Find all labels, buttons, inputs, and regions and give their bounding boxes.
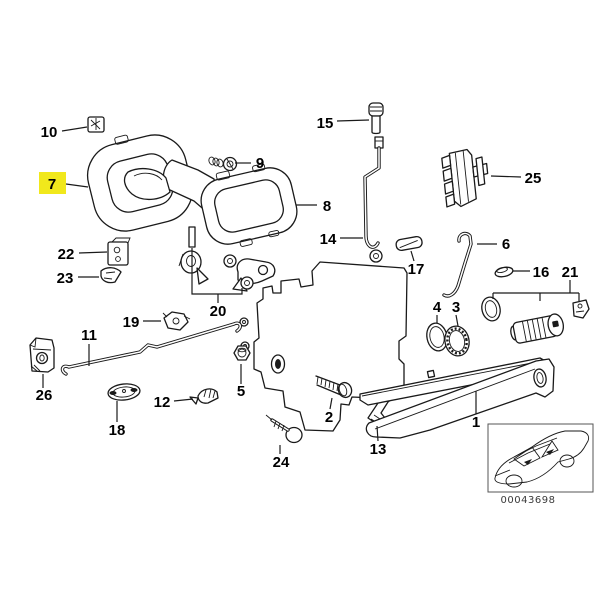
part-label-11[interactable]: 11 (81, 327, 97, 344)
part-12-drawing (189, 388, 219, 405)
part-21-drawing (481, 296, 590, 344)
part-label-20[interactable]: 20 (210, 303, 227, 320)
leader-lines (42, 119, 580, 454)
part-23-drawing (100, 267, 122, 284)
part-label-8[interactable]: 8 (323, 198, 331, 215)
car-thumbnail (494, 430, 590, 488)
part-label-17[interactable]: 17 (408, 261, 425, 278)
part-10-drawing (87, 116, 105, 133)
part-label-2[interactable]: 2 (325, 409, 333, 426)
part-20-drawing (178, 226, 276, 292)
part-15-drawing (368, 102, 384, 135)
part-label-23[interactable]: 23 (57, 270, 74, 287)
part-label-1[interactable]: 1 (472, 414, 480, 431)
part-7-highlight (39, 172, 66, 194)
part-6-drawing (442, 231, 473, 298)
part-label-19[interactable]: 19 (123, 314, 140, 331)
part-label-9[interactable]: 9 (256, 155, 264, 172)
part-25-drawing (441, 148, 489, 208)
part-24-drawing (265, 414, 303, 444)
part-label-25[interactable]: 25 (525, 170, 542, 187)
part-label-6[interactable]: 6 (502, 236, 510, 253)
part-7-drawing (86, 134, 219, 232)
part-label-18[interactable]: 18 (109, 422, 126, 439)
part-label-13[interactable]: 13 (370, 441, 387, 458)
image-code: 00043698 (501, 495, 556, 506)
part-19-drawing (162, 311, 191, 331)
part-label-21[interactable]: 21 (562, 264, 579, 281)
part-3-drawing (444, 325, 470, 357)
part-9-drawing (208, 156, 238, 172)
part-17-drawing (395, 235, 423, 252)
part-label-14[interactable]: 14 (320, 231, 337, 248)
part-8-drawing (200, 163, 298, 247)
part-label-24[interactable]: 24 (273, 454, 290, 471)
part-label-15[interactable]: 15 (317, 115, 334, 132)
part-label-22[interactable]: 22 (58, 246, 75, 263)
part-5-drawing (233, 345, 251, 361)
part-label-3[interactable]: 3 (452, 299, 460, 316)
part-22-drawing (107, 237, 131, 266)
part-2-drawing (315, 375, 353, 399)
part-label-5[interactable]: 5 (237, 383, 245, 400)
part-labels: 1 2 3 4 5 6 7 8 9 10 11 12 13 14 15 16 1… (36, 115, 579, 471)
part-label-16[interactable]: 16 (533, 264, 550, 281)
part-16-drawing (494, 266, 514, 278)
part-label-4[interactable]: 4 (433, 299, 442, 316)
part-26-drawing (29, 337, 55, 373)
part-14-drawing (363, 136, 384, 249)
part-label-10[interactable]: 10 (41, 124, 58, 141)
part-11-drawing (60, 321, 242, 376)
car-inset: 00043698 (487, 423, 594, 506)
part-18-drawing (107, 383, 141, 401)
part-1-drawing (359, 357, 555, 439)
part-label-7[interactable]: 7 (48, 176, 56, 193)
part-label-12[interactable]: 12 (154, 394, 171, 411)
door-carrier-panel-drawing (239, 249, 408, 432)
part-label-26[interactable]: 26 (36, 387, 53, 404)
